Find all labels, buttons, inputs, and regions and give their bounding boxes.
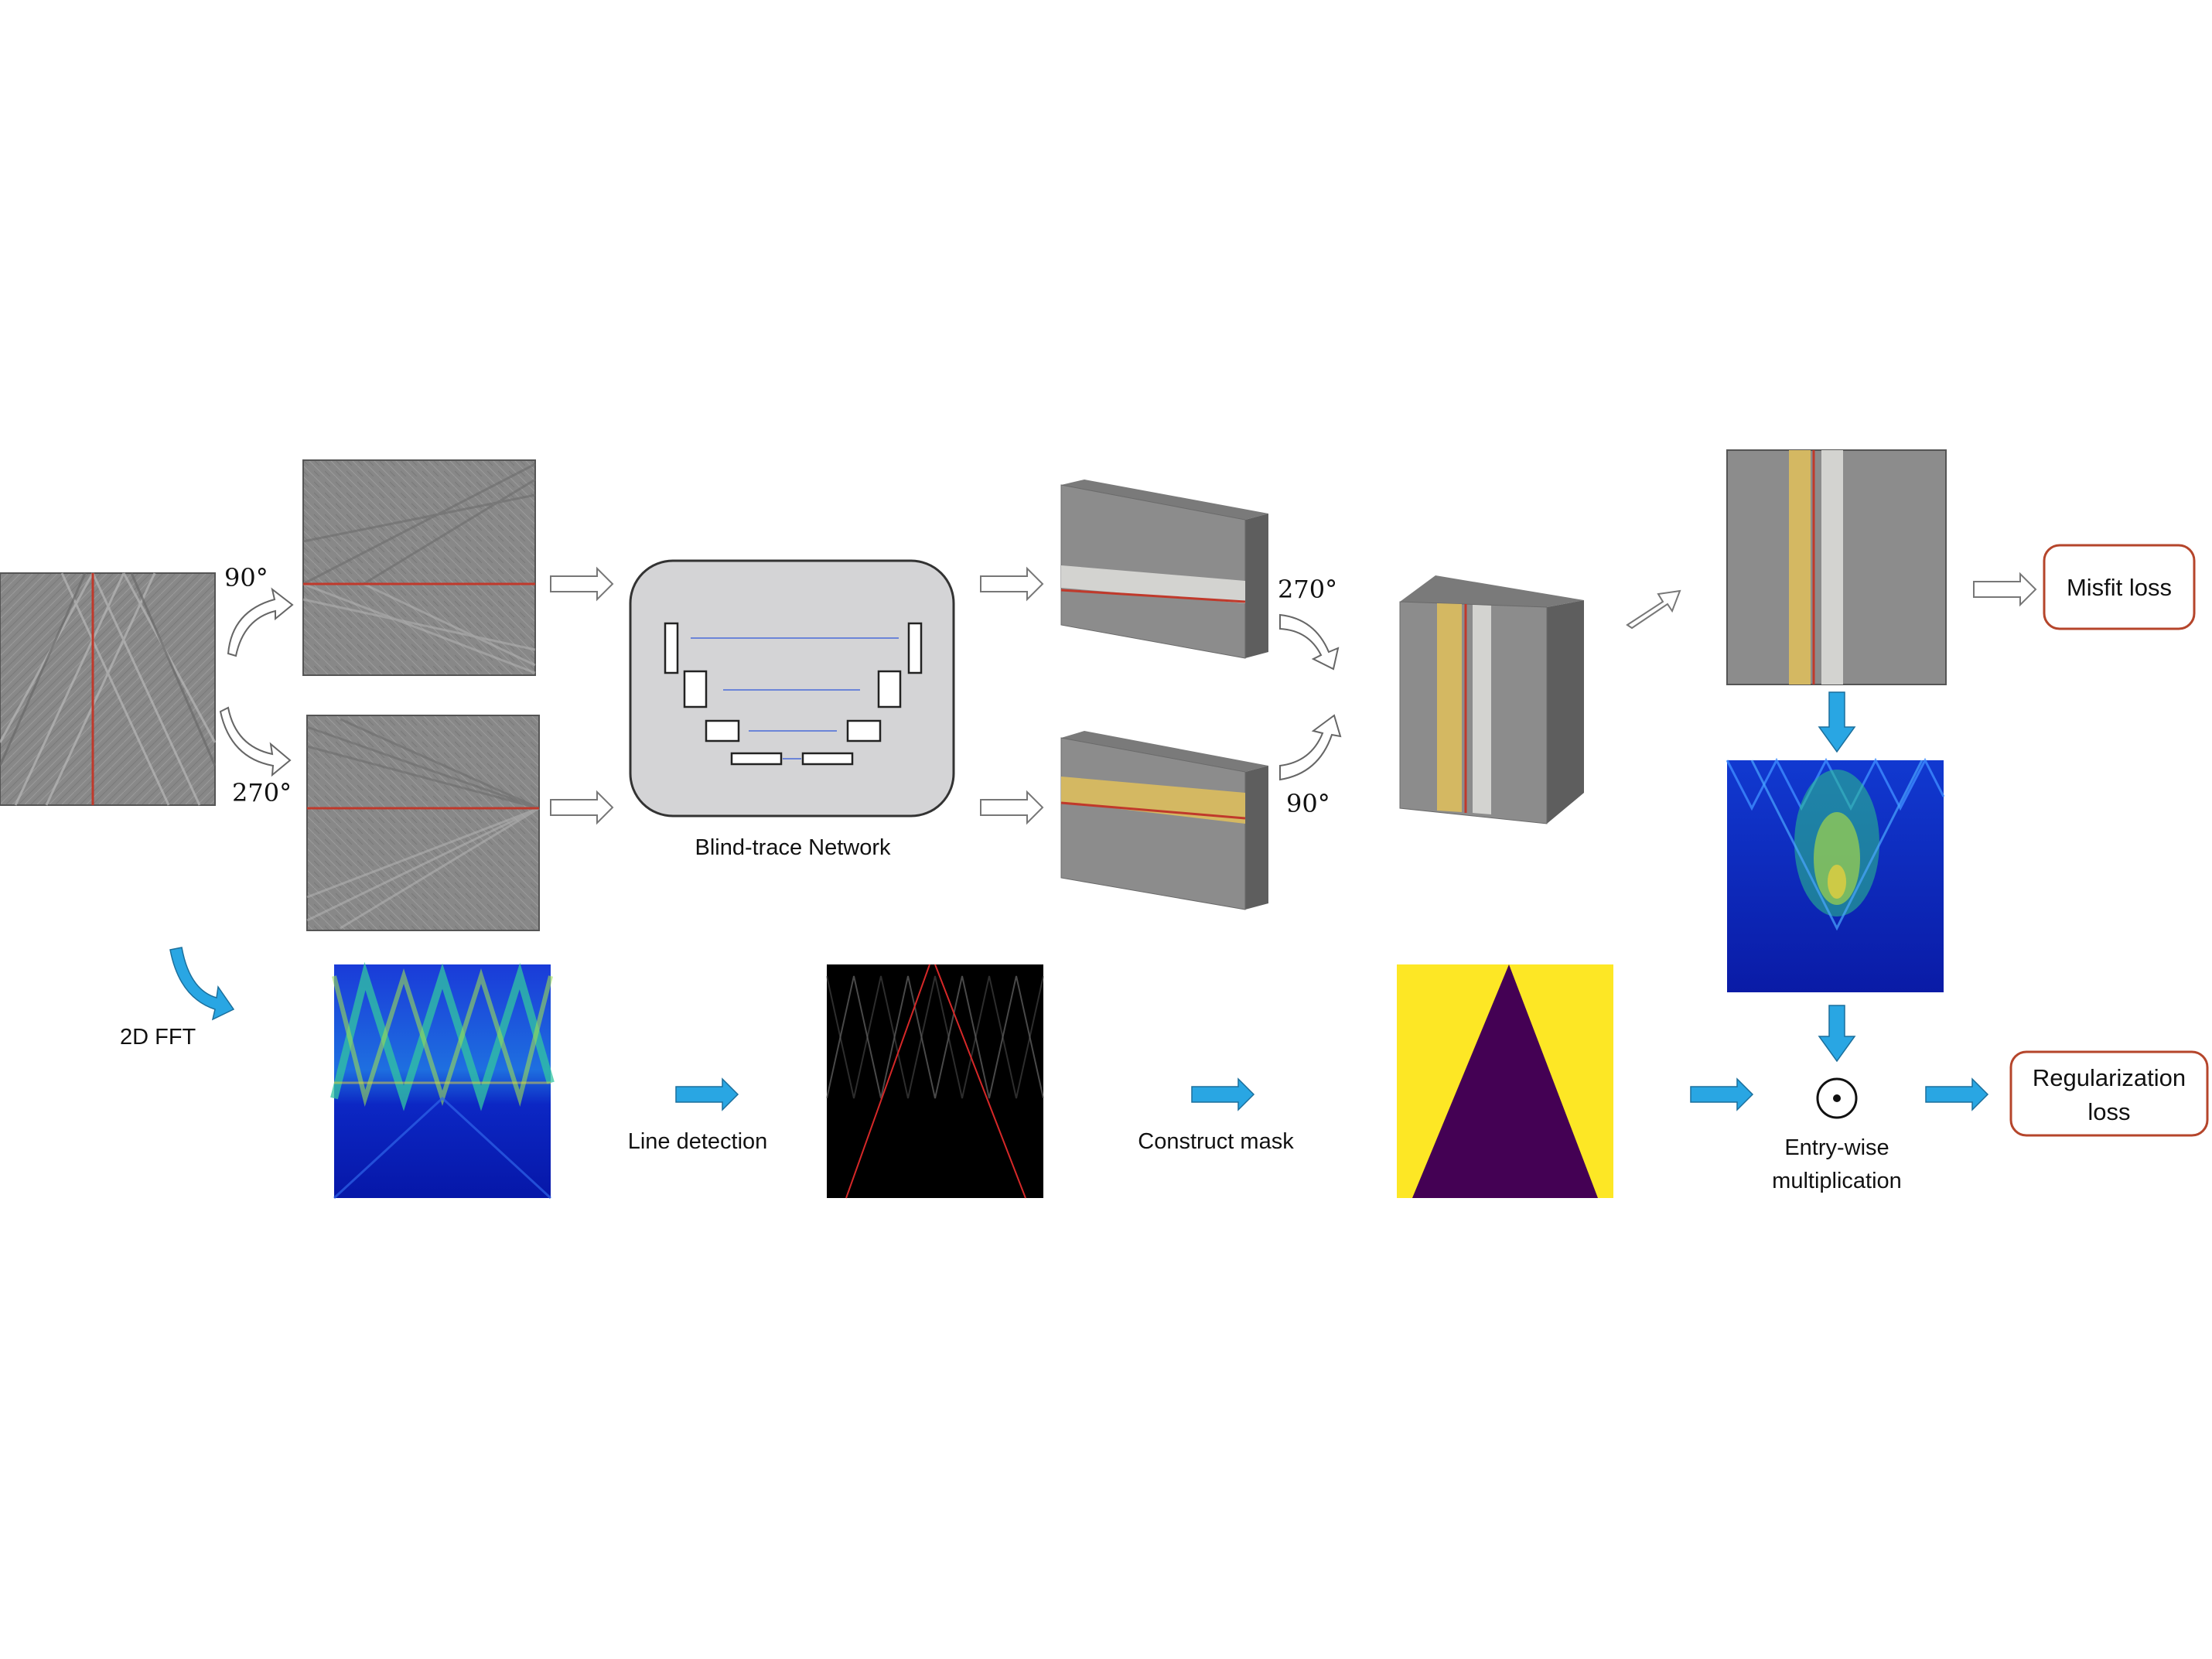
mask-triangle (1412, 964, 1598, 1198)
arrow-to-odot (1818, 1005, 1856, 1063)
predicted-trace-band-bottom (1061, 777, 1245, 824)
rotate-270-label: 270° (232, 778, 292, 807)
combined-output-block (1399, 575, 1584, 824)
entrywise-multiply-symbol (1816, 1077, 1858, 1119)
input-seismic-panel (0, 572, 217, 806)
arrow-to-network-top (550, 566, 614, 602)
encoder-block-1 (664, 622, 679, 674)
rotate-back-90-arrow (1279, 714, 1342, 781)
mask-image (1397, 964, 1613, 1198)
predicted-trace-band-top (1061, 565, 1245, 603)
rotate-back-270-arrow (1279, 613, 1340, 671)
arrow-to-regularization-loss (1925, 1077, 1989, 1111)
rotated-270-panel (306, 715, 540, 931)
rotated-90-panel (302, 459, 536, 676)
fft-label: 2D FFT (120, 1025, 196, 1050)
flattened-prediction-panel (1726, 449, 1947, 685)
misfit-loss-box: Misfit loss (2043, 544, 2196, 630)
decoder-block-1 (907, 622, 923, 674)
decoder-block-2 (877, 670, 902, 708)
decoder-block-3 (846, 719, 882, 742)
bottleneck-block-2 (801, 752, 854, 766)
rotate-90-label: 90° (224, 563, 268, 592)
regularization-label-2: loss (2087, 1098, 2130, 1125)
arrow-from-network-top (980, 566, 1044, 602)
blind-trace-network (629, 559, 955, 818)
rotate-back-90-label: 90° (1286, 789, 1330, 818)
rotate-270-arrow (219, 706, 292, 777)
detected-line-left (845, 964, 930, 1199)
combined-band-light (1473, 605, 1491, 814)
construct-mask-label: Construct mask (1138, 1129, 1294, 1154)
arrow-to-misfit-loss (1973, 572, 2037, 607)
entrywise-label-1: Entry-wise (1784, 1135, 1889, 1160)
misfit-loss-label: Misfit loss (2067, 574, 2172, 601)
entrywise-label-2: multiplication (1772, 1169, 1902, 1193)
line-detection-label: Line detection (628, 1129, 768, 1154)
line-detection-image (826, 964, 1044, 1199)
fft-curved-arrow (169, 947, 235, 1021)
input-spectrum (330, 961, 555, 1200)
arrow-to-network-bottom (550, 790, 614, 825)
detected-line-right (934, 964, 1026, 1199)
arrow-to-construct-mask (1191, 1077, 1255, 1111)
arrow-to-line-detection (675, 1077, 739, 1111)
network-label: Blind-trace Network (695, 835, 891, 860)
regularization-label-1: Regularization (2033, 1064, 2186, 1091)
arrow-to-pred-spectrum (1818, 691, 1856, 753)
arrow-to-flattened (1626, 589, 1681, 630)
output-block-top (1060, 480, 1268, 659)
rotate-back-270-label: 270° (1278, 575, 1337, 604)
prediction-spectrum (1726, 757, 1945, 992)
arrow-to-multiplication (1690, 1077, 1754, 1111)
combined-band-tan (1437, 603, 1462, 812)
encoder-block-2 (683, 670, 708, 708)
output-block-bottom (1060, 731, 1268, 910)
bottleneck-block-1 (730, 752, 783, 766)
regularization-loss-box: Regularization loss (2009, 1050, 2209, 1137)
encoder-block-3 (705, 719, 740, 742)
arrow-from-network-bottom (980, 790, 1044, 825)
rotate-90-arrow (227, 587, 294, 657)
